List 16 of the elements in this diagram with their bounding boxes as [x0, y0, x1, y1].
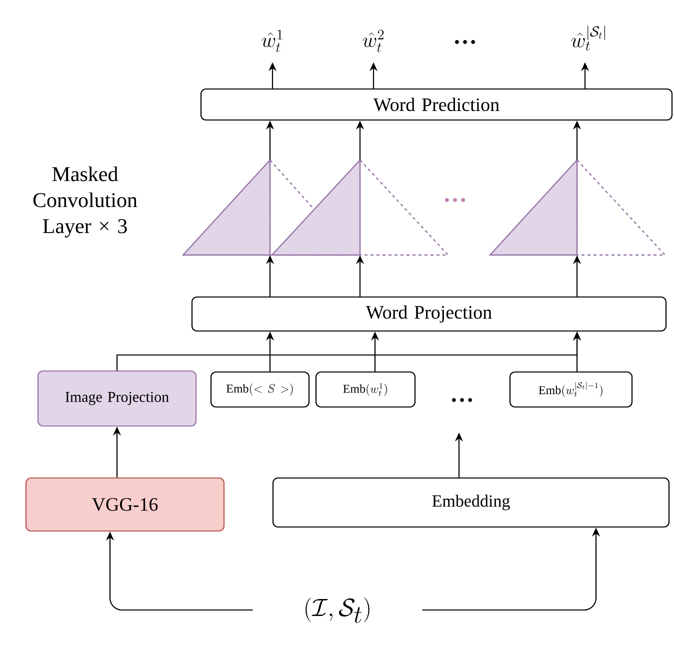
embedding-box: $\mathrm{Emb}(w_t^{|\mathcal{S}_t|-1})$	[509, 371, 633, 408]
embedding-box: $\mathrm{Emb}(w_t^1)$	[315, 371, 416, 408]
output-symbol: $\hat{w}_t^{|\mathcal{S}_t|}$	[571, 26, 605, 51]
process-box: Word Projection	[191, 296, 667, 332]
ellipsis: …	[445, 198, 466, 202]
model-box: VGG-16	[25, 477, 225, 532]
process-box: Image Projection	[37, 370, 197, 427]
process-box: Word Prediction	[200, 88, 673, 121]
output-symbol: $\hat{w}_t^2$	[362, 30, 384, 52]
ellipsis: …	[455, 40, 476, 44]
output-symbol: $\hat{w}_t^1$	[262, 30, 282, 52]
ellipsis: …	[452, 398, 472, 402]
layer-label: Masked Convolution Layer × 3	[33, 166, 138, 238]
embedding-box: $\mathrm{Emb}(<S>)$	[210, 371, 310, 408]
input-formula: $\Bigg(\mathcal{I},\mathcal{S}_t\Bigg)$	[306, 597, 370, 623]
process-box: Embedding	[272, 477, 670, 528]
